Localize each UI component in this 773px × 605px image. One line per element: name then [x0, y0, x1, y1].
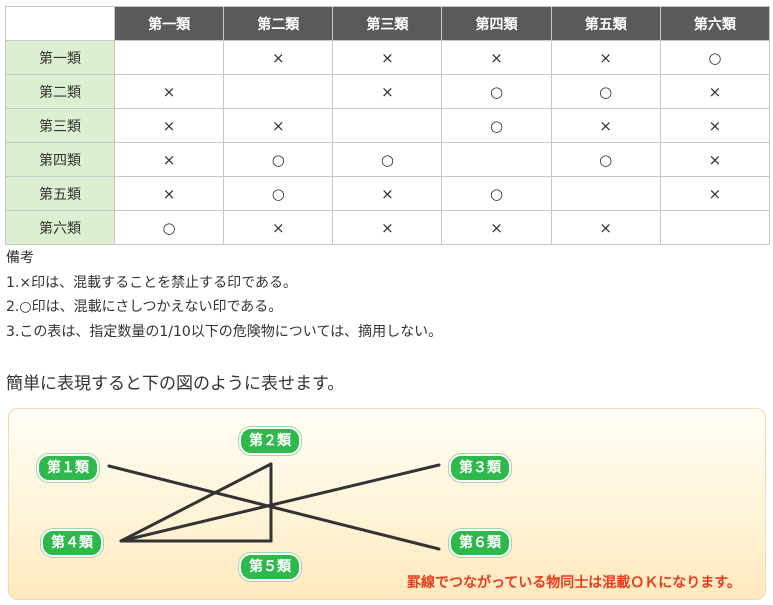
table-cell: ×: [223, 210, 334, 245]
table-header-row: 第一類 第二類 第三類 第四類 第五類 第六類: [5, 6, 771, 41]
table-cell: ○: [659, 40, 771, 75]
column-header: 第五類: [550, 6, 661, 41]
notes-title: 備考: [6, 250, 34, 266]
table-cell: [441, 142, 552, 177]
diagram-caption: 罫線でつながっている物同士は混載ＯＫになります。: [407, 575, 741, 591]
table-row: 第六類 ○ × × × ×: [5, 210, 771, 245]
table-cell: ×: [550, 40, 661, 75]
table-cell: ×: [223, 40, 334, 75]
table-cell: ×: [550, 108, 661, 143]
column-header: 第三類: [332, 6, 443, 41]
table-cell: ×: [659, 74, 771, 109]
table-cell: ×: [550, 210, 661, 245]
table-cell: ×: [113, 108, 225, 143]
badge-class-6: 第６類: [449, 529, 511, 557]
note-item: 2.○印は、混載にさしつかえない印である。: [6, 299, 283, 315]
table-cell: ○: [550, 142, 661, 177]
row-header: 第三類: [5, 108, 115, 143]
table-cell: ○: [113, 210, 225, 245]
column-header: 第四類: [441, 6, 552, 41]
table-cell: ○: [550, 74, 661, 109]
table-cell: ×: [332, 40, 443, 75]
table-cell: ×: [659, 176, 771, 211]
column-header: 第一類: [113, 6, 225, 41]
table-cell: ×: [223, 108, 334, 143]
table-cell: ○: [441, 74, 552, 109]
row-header: 第四類: [5, 142, 115, 177]
table-cell: [332, 108, 443, 143]
table-cell: ×: [441, 40, 552, 75]
table-row: 第三類 × × ○ × ×: [5, 108, 771, 143]
table-cell: ×: [113, 142, 225, 177]
compatibility-table: 第一類 第二類 第三類 第四類 第五類 第六類 第一類 × × × × ○ 第二…: [5, 6, 771, 245]
table-cell: [550, 176, 661, 211]
table-row: 第五類 × ○ × ○ ×: [5, 176, 771, 211]
table-cell: [659, 210, 771, 245]
table-cell: ○: [223, 142, 334, 177]
table-cell: ×: [332, 176, 443, 211]
lead-text: 簡単に表現すると下の図のように表せます。: [6, 374, 345, 394]
note-item: 3.この表は、指定数量の1/10以下の危険物については、摘用しない。: [6, 323, 443, 340]
table-cell: ×: [332, 210, 443, 245]
table-cell: [113, 40, 225, 75]
table-row: 第四類 × ○ ○ ○ ×: [5, 142, 771, 177]
table-cell: [223, 74, 334, 109]
row-header: 第一類: [5, 40, 115, 75]
table-cell: ○: [441, 108, 552, 143]
note-item: 1.×印は、混載することを禁止する印である。: [6, 274, 297, 291]
table-cell: ×: [113, 176, 225, 211]
line-1-6: [107, 464, 441, 551]
row-header: 第六類: [5, 210, 115, 245]
compatibility-diagram: 第２類 第１類 第３類 第４類 第６類 第５類 罫線でつながっている物同士は混載…: [8, 408, 766, 600]
table-cell: ×: [332, 74, 443, 109]
table-cell: ×: [441, 210, 552, 245]
row-header: 第二類: [5, 74, 115, 109]
badge-class-5: 第５類: [239, 553, 301, 581]
badge-class-3: 第３類: [449, 454, 511, 482]
table-row: 第二類 × × ○ ○ ×: [5, 74, 771, 109]
table-row: 第一類 × × × × ○: [5, 40, 771, 75]
line-4-2: [119, 462, 273, 543]
table-cell: ×: [113, 74, 225, 109]
table-cell: ×: [659, 142, 771, 177]
table-cell: ○: [223, 176, 334, 211]
badge-class-4: 第４類: [41, 529, 103, 557]
column-header: 第二類: [223, 6, 334, 41]
table-cell: ○: [441, 176, 552, 211]
badge-class-2: 第２類: [239, 427, 301, 455]
column-header: 第六類: [659, 6, 771, 41]
notes-section: 備考 1.×印は、混載することを禁止する印である。 2.○印は、混載にさしつかえ…: [6, 246, 442, 344]
table-cell: ×: [659, 108, 771, 143]
table-corner-cell: [5, 6, 115, 41]
line-4-3: [119, 463, 441, 543]
row-header: 第五類: [5, 176, 115, 211]
table-cell: ○: [332, 142, 443, 177]
badge-class-1: 第１類: [37, 454, 99, 482]
diagram-lines: [107, 462, 441, 551]
